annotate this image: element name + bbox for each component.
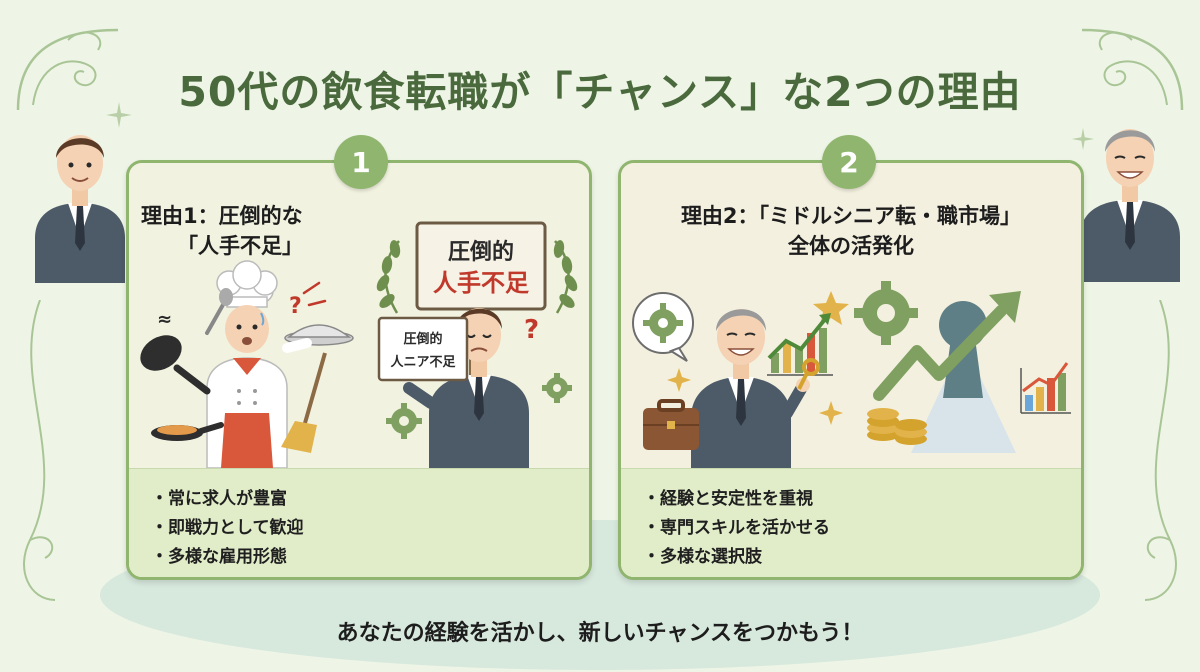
gear-icon xyxy=(854,281,918,345)
keyhole-icon xyxy=(911,301,1016,453)
svg-text:≈: ≈ xyxy=(157,309,172,330)
list-item: ・多様な選択肢 xyxy=(643,547,762,567)
flourish-top-left-icon xyxy=(16,28,119,111)
svg-text:?: ? xyxy=(289,294,302,319)
flourish-left-icon xyxy=(23,300,56,601)
svg-text:人手不足: 人手不足 xyxy=(433,269,529,297)
footer-message: あなたの経験を活かし、新しいチャンスをつかもう！ xyxy=(336,621,864,646)
reason-2-bullets: ・経験と安定性を重視 ・専門スキルを活かせる ・多様な選択肢 xyxy=(621,468,1081,577)
gear-bubble-icon xyxy=(632,292,694,362)
small-shortage-sign: 圧倒的 人ニア不足 xyxy=(377,316,469,382)
reason-1-heading: 理由1：圧倒的な 「人手不足」 xyxy=(141,201,303,261)
serving-tray-icon xyxy=(282,324,354,353)
svg-text:?: ? xyxy=(524,315,539,345)
list-item: ・多様な雇用形態 xyxy=(151,547,287,567)
chef-icon xyxy=(206,260,288,469)
laurel-icon xyxy=(376,240,578,314)
sparkle-icon xyxy=(819,401,843,425)
reason-1-heading-line1: 理由1：圧倒的な xyxy=(141,204,303,228)
reason-2-card: 理由2：「ミドルシニア転・職市場」 全体の活発化 ・経験と安定性を重視 ・専門ス… xyxy=(618,160,1084,580)
list-item: ・専門スキルを活かせる xyxy=(643,518,830,538)
broom-icon xyxy=(281,352,327,453)
reason-2-heading-line2: 全体の活発化 xyxy=(788,234,914,258)
growth-chart-icon xyxy=(767,313,833,376)
coins-icon xyxy=(867,408,927,445)
reason-1-card: 圧倒的 人手不足 ? 圧倒的 人ニア不足 xyxy=(126,160,592,580)
reason-1-illustration: 圧倒的 人手不足 ? 圧倒的 人ニア不足 xyxy=(129,163,589,469)
businessman-left-icon xyxy=(35,135,125,283)
flourish-right-icon xyxy=(1144,300,1177,601)
ladle-icon xyxy=(205,288,233,335)
list-item: ・経験と安定性を重視 xyxy=(643,489,813,509)
reason-2-badge: 2 xyxy=(822,135,876,189)
reason-1-heading-line2: 「人手不足」 xyxy=(177,234,303,258)
list-item: ・即戦力として歓迎 xyxy=(151,518,304,538)
list-item: ・常に求人が豊富 xyxy=(151,489,287,509)
reason-2-heading: 理由2：「ミドルシニア転・職市場」 全体の活発化 xyxy=(639,201,1063,261)
businessman-right-icon xyxy=(1080,129,1180,282)
reason-2-heading-line1: 理由2：「ミドルシニア転・職市場」 xyxy=(680,204,1022,228)
key-icon xyxy=(797,358,820,390)
frying-pan-icon xyxy=(140,335,224,441)
gear-icon xyxy=(542,373,572,403)
flourish-top-right-icon xyxy=(1081,28,1184,111)
sparkle-icon xyxy=(667,368,691,392)
reason-1-badge: 1 xyxy=(334,135,388,189)
briefcase-icon xyxy=(643,399,699,450)
svg-text:人ニア不足: 人ニア不足 xyxy=(390,354,456,370)
svg-text:圧倒的: 圧倒的 xyxy=(448,239,514,265)
sparkle-icon xyxy=(106,102,132,128)
businessman-key-icon xyxy=(691,309,810,468)
sparkle-icon xyxy=(1071,127,1095,151)
reason-2-illustration xyxy=(621,163,1081,468)
growth-arrow-icon xyxy=(873,291,1021,401)
reason-1-bullets: ・常に求人が豊富 ・即戦力として歓迎 ・多様な雇用形態 xyxy=(129,468,589,577)
svg-text:圧倒的: 圧倒的 xyxy=(403,331,442,347)
bar-chart-icon xyxy=(1020,362,1071,414)
page-title: 50代の飲食転職が「チャンス」な2つの理由 xyxy=(178,68,1022,116)
star-icon xyxy=(813,291,849,325)
gear-icon xyxy=(386,403,422,439)
